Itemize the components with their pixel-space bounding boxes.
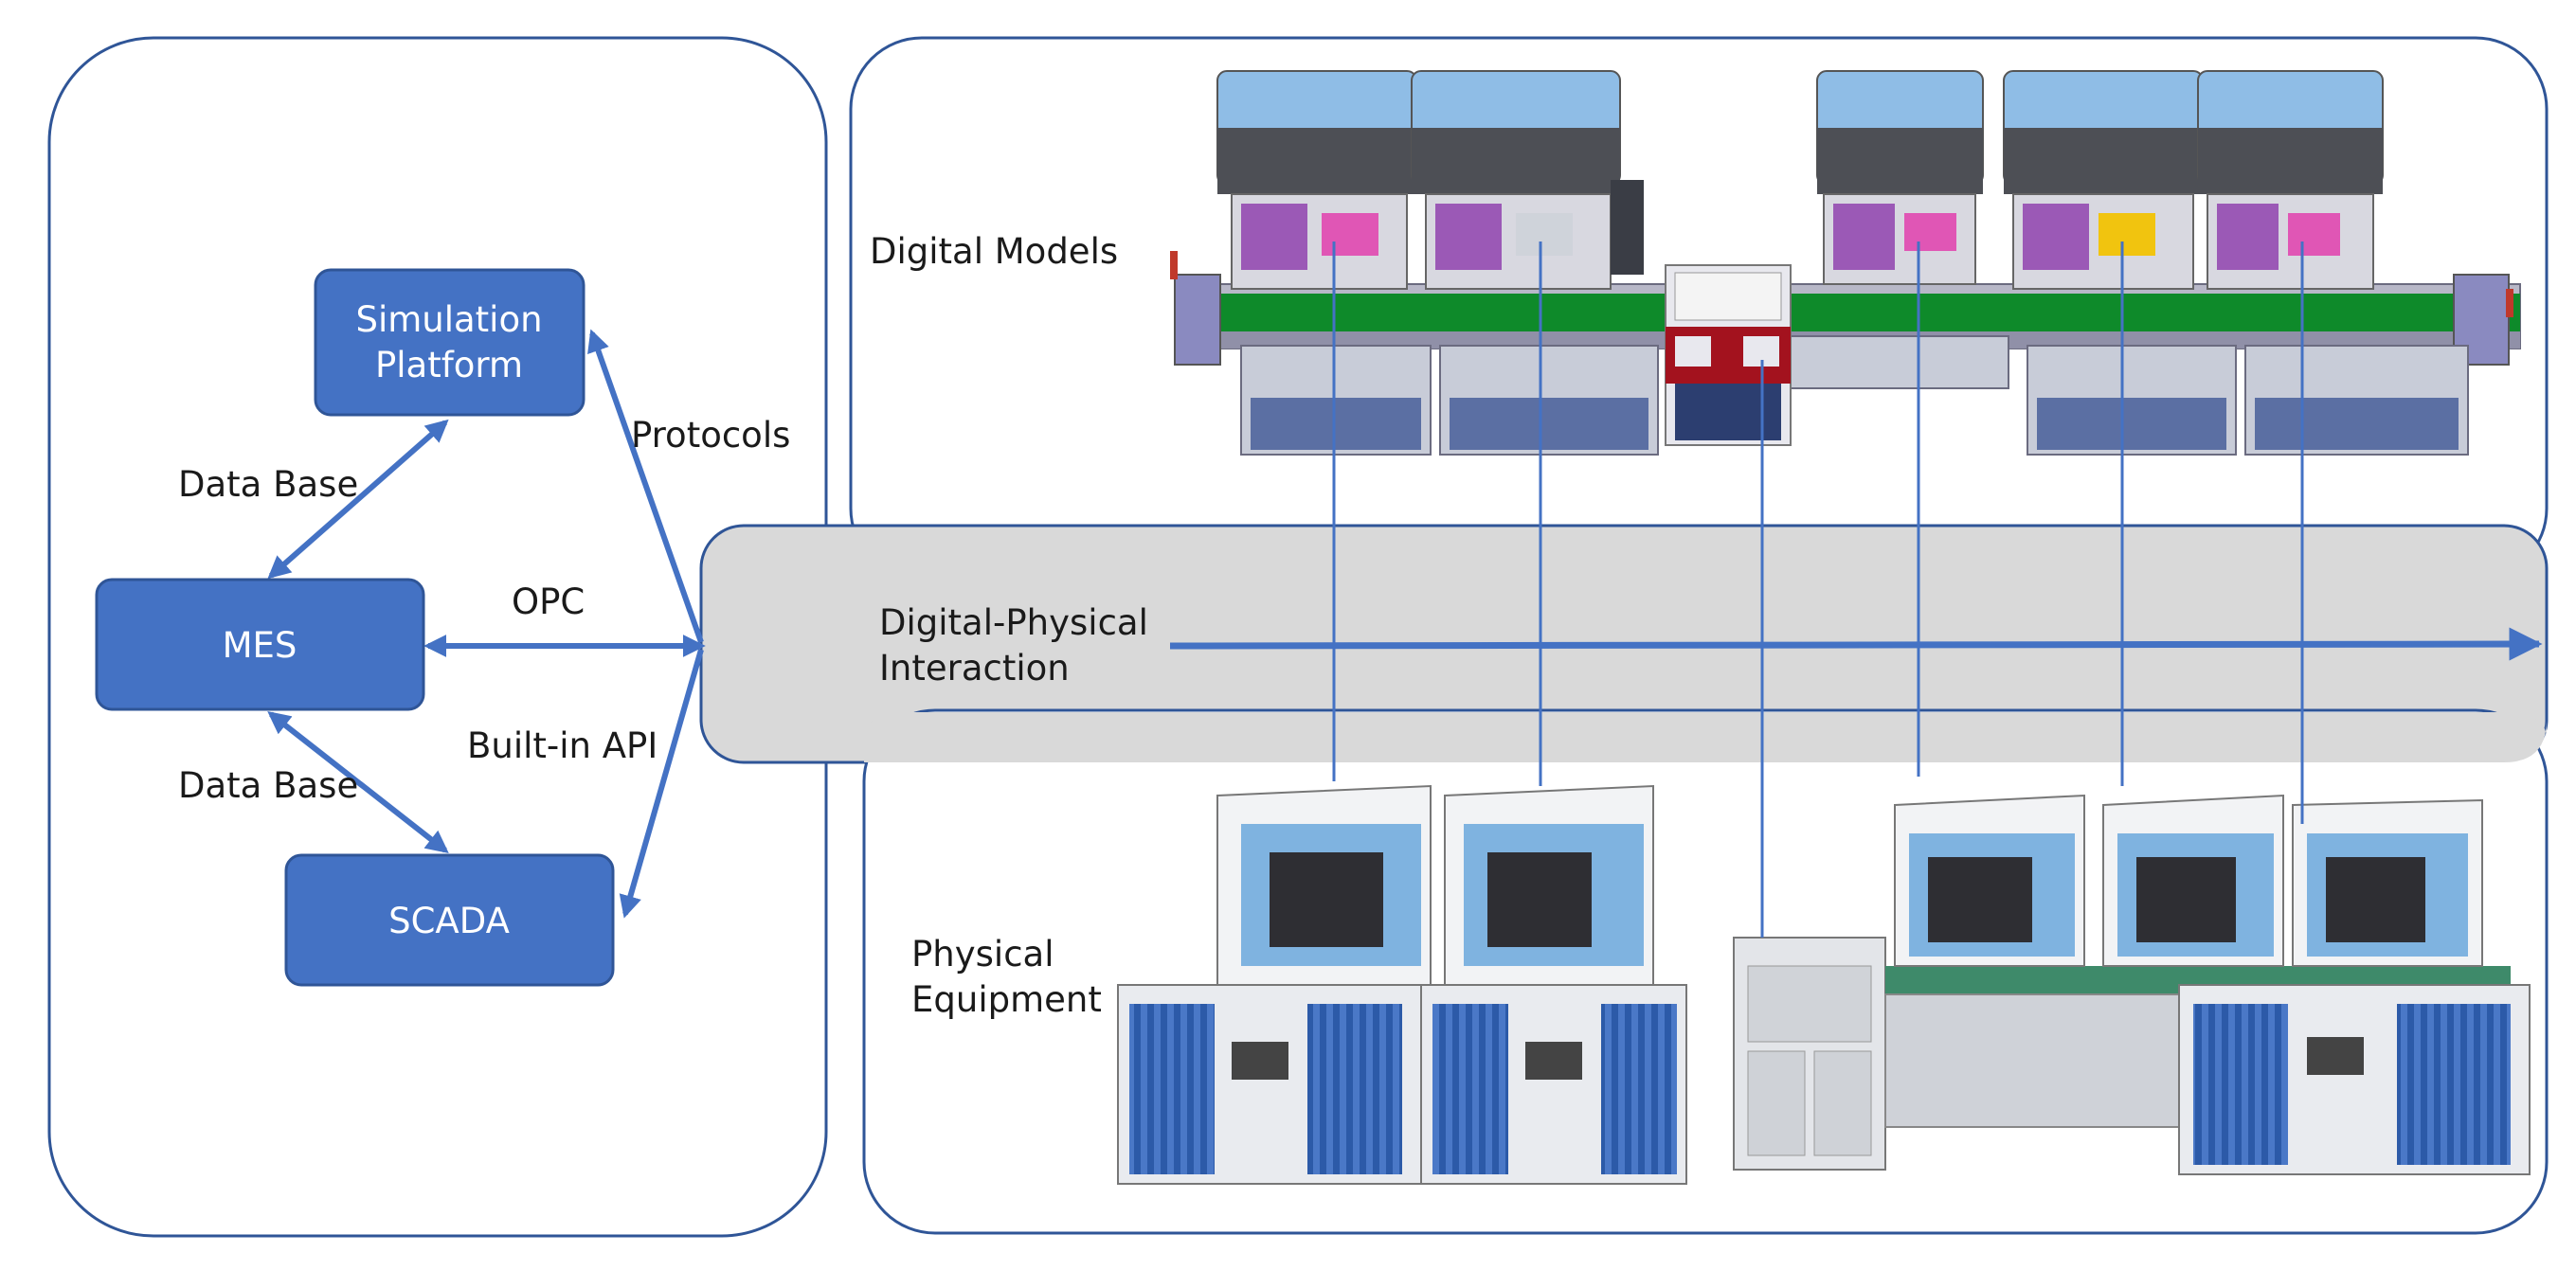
label-opc: OPC [512, 581, 585, 622]
arrow-api [619, 649, 704, 919]
node-scada: SCADA [284, 853, 615, 987]
arrow-sim-mes [267, 419, 449, 580]
label-data-base-upper: Data Base [178, 464, 358, 505]
digital-models-illustration [1170, 70, 2521, 456]
interaction-band-overlap [864, 712, 2547, 762]
label-physical-line1: Physical [911, 934, 1054, 975]
label-built-in-api: Built-in API [467, 725, 658, 766]
label-physical-line2: Equipment [911, 979, 1102, 1020]
simulation-label-line2: Platform [375, 345, 523, 385]
label-interaction-line1: Digital-Physical [879, 602, 1148, 643]
simulation-label-line1: Simulation [355, 299, 542, 340]
mes-label: MES [223, 625, 297, 666]
label-interaction-line2: Interaction [879, 648, 1070, 689]
physical-equipment-illustration [1117, 784, 2531, 1185]
arrow-protocols [587, 329, 704, 643]
arrow-mes-scada [267, 711, 449, 853]
scada-label: SCADA [388, 901, 510, 941]
node-simulation-platform: Simulation Platform [314, 268, 585, 417]
label-digital-models: Digital Models [870, 231, 1118, 272]
label-protocols: Protocols [631, 415, 790, 456]
label-data-base-lower: Data Base [178, 765, 358, 806]
model-equipment-links [1332, 241, 2304, 938]
node-mes: MES [95, 578, 425, 711]
interaction-arrow [1169, 627, 2543, 661]
